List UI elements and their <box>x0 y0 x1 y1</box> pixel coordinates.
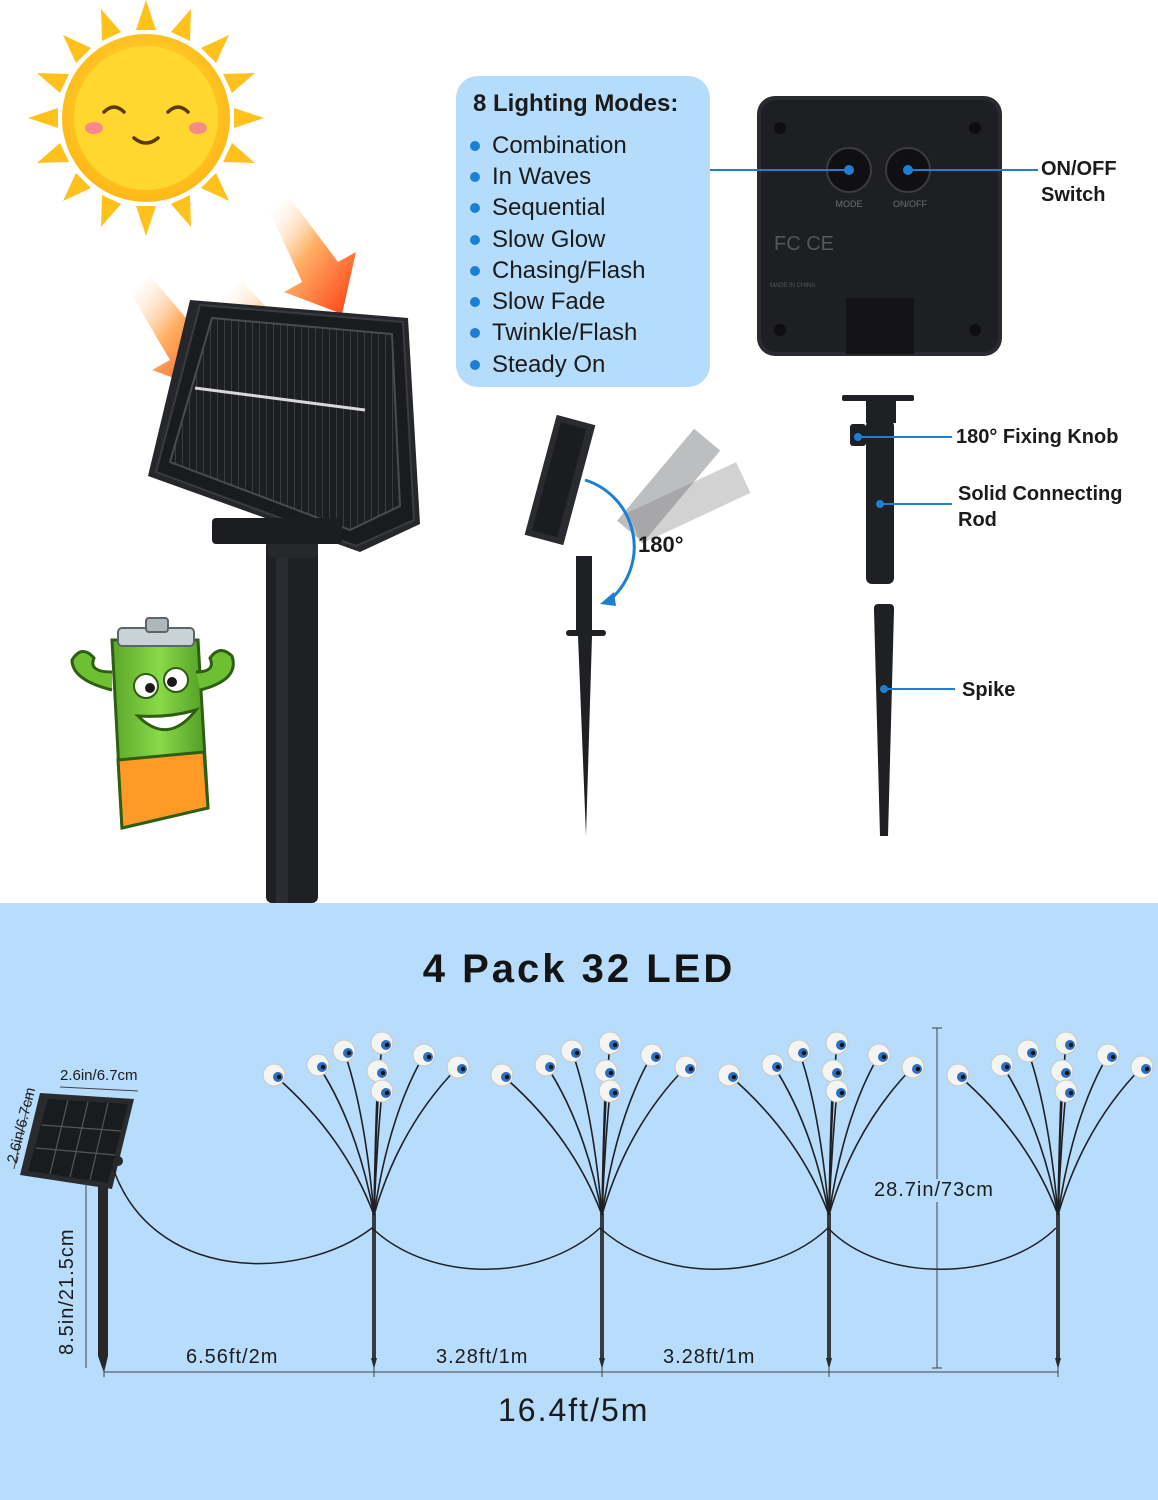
eyeball-icon <box>370 1031 394 1055</box>
eyeball-icon <box>867 1043 891 1067</box>
light-stakes <box>262 1031 1154 1369</box>
lighting-mode-label: Steady On <box>492 350 606 378</box>
eyeball-icon <box>560 1039 584 1063</box>
bullet-dot-icon <box>470 171 480 182</box>
bullet-dot-icon <box>470 140 480 151</box>
eyeball-icon <box>534 1053 558 1077</box>
pack-title: 4 Pack 32 LED <box>422 947 736 991</box>
battery-mascot-icon <box>70 617 235 830</box>
eyeball-icon <box>370 1079 394 1103</box>
lighting-mode-item: In Waves <box>470 161 645 192</box>
eyeball-icon <box>990 1053 1014 1077</box>
eyeball-icon <box>490 1063 514 1087</box>
bullet-dot-icon <box>470 297 480 308</box>
lighting-mode-label: Combination <box>492 131 627 159</box>
lighting-mode-item: Combination <box>470 130 645 161</box>
segment-3-label: 3.28ft/1m <box>663 1346 756 1368</box>
total-length-label: 16.4ft/5m <box>498 1392 650 1428</box>
eyeball-icon <box>594 1059 618 1083</box>
connecting-rod-line2: Rod <box>958 509 997 531</box>
eyeball-icon <box>598 1031 622 1055</box>
onoff-button-label: ON/OFF <box>893 199 927 209</box>
bullet-dot-icon <box>470 359 480 370</box>
segment-2-label: 3.28ft/1m <box>436 1346 529 1368</box>
made-in-label: MADE IN CHINA <box>770 283 815 289</box>
eyeball-icon <box>717 1063 741 1087</box>
product-features-section: MODE ON/OFF FC CE MADE IN CHINA 1 <box>28 0 1123 903</box>
small-solar-panel-icon <box>20 1093 134 1373</box>
eyeball-icon <box>306 1053 330 1077</box>
eyeball-icon <box>674 1055 698 1079</box>
panel-width-label: 2.6in/6.7cm <box>60 1067 138 1084</box>
eyeball-icon <box>332 1039 356 1063</box>
on-off-switch-callout: ON/OFF Switch <box>1041 156 1117 208</box>
light-stake <box>717 1031 925 1369</box>
lighting-modes-title: 8 Lighting Modes: <box>473 90 679 117</box>
eyeball-icon <box>787 1039 811 1063</box>
controller-box: MODE ON/OFF FC CE MADE IN CHINA <box>710 96 1038 356</box>
eyeball-icon <box>1096 1043 1120 1067</box>
eyeball-icon <box>825 1031 849 1055</box>
connecting-rod-line1: Solid Connecting <box>958 483 1123 505</box>
fixing-knob-callout: 180° Fixing Knob <box>956 426 1119 448</box>
lighting-mode-item: Twinkle/Flash <box>470 318 645 349</box>
lighting-mode-item: Steady On <box>470 349 645 380</box>
eyeball-icon <box>446 1055 470 1079</box>
lighting-mode-item: Slow Glow <box>470 224 645 255</box>
eyeball-icon <box>598 1079 622 1103</box>
specifications-section: 4 Pack 32 LED <box>0 903 1158 1500</box>
light-stake <box>946 1031 1154 1369</box>
on-off-label: ON/OFF <box>1041 158 1117 180</box>
eyeball-icon <box>1016 1039 1040 1063</box>
connecting-rod-callout: Solid Connecting Rod <box>958 481 1122 533</box>
eyeball-icon <box>946 1063 970 1087</box>
eyeball-icon <box>1054 1031 1078 1055</box>
eyeball-icon <box>640 1043 664 1067</box>
power-cable <box>111 1164 1057 1270</box>
features-illustration: MODE ON/OFF FC CE MADE IN CHINA 1 <box>28 0 1038 903</box>
bullet-dot-icon <box>470 234 480 245</box>
eyeball-icon <box>825 1079 849 1103</box>
lighting-mode-item: Sequential <box>470 193 645 224</box>
switch-label: Switch <box>1041 184 1106 206</box>
light-stake <box>262 1031 470 1369</box>
lighting-mode-label: Sequential <box>492 194 606 222</box>
mode-button-label: MODE <box>836 199 863 209</box>
eyeball-icon <box>366 1059 390 1083</box>
string-lights-diagram <box>13 1027 1154 1377</box>
bullet-dot-icon <box>470 328 480 339</box>
eyeball-icon <box>761 1053 785 1077</box>
sun-icon <box>28 0 264 236</box>
eyeball-icon <box>821 1059 845 1083</box>
lighting-mode-label: In Waves <box>492 162 592 190</box>
spike-callout: Spike <box>962 679 1016 701</box>
cert-marks: FC CE <box>774 233 834 255</box>
rotation-illustration: 180° <box>524 414 751 836</box>
eyeball-icon <box>262 1063 286 1087</box>
bullet-dot-icon <box>470 265 480 276</box>
rod-and-spike <box>842 395 955 836</box>
solar-panel-icon <box>148 300 420 903</box>
lighting-mode-item: Chasing/Flash <box>470 255 645 286</box>
eyeball-icon <box>901 1055 925 1079</box>
eyeball-icon <box>1050 1059 1074 1083</box>
light-height-label: 28.7in/73cm <box>874 1179 994 1202</box>
bullet-dot-icon <box>470 203 480 214</box>
stake-height-label: 8.5in/21.5cm <box>56 1228 78 1355</box>
lighting-mode-label: Twinkle/Flash <box>492 319 638 347</box>
eyeball-icon <box>412 1043 436 1067</box>
lighting-mode-label: Slow Fade <box>492 288 606 316</box>
light-stake <box>490 1031 698 1369</box>
lighting-mode-label: Chasing/Flash <box>492 256 646 284</box>
lighting-mode-item: Slow Fade <box>470 286 645 317</box>
eyeball-icon <box>1054 1079 1078 1103</box>
segment-1-label: 6.56ft/2m <box>186 1346 279 1368</box>
lighting-mode-label: Slow Glow <box>492 225 606 253</box>
eyeball-icon <box>1130 1055 1154 1079</box>
rotation-label: 180° <box>638 532 684 557</box>
